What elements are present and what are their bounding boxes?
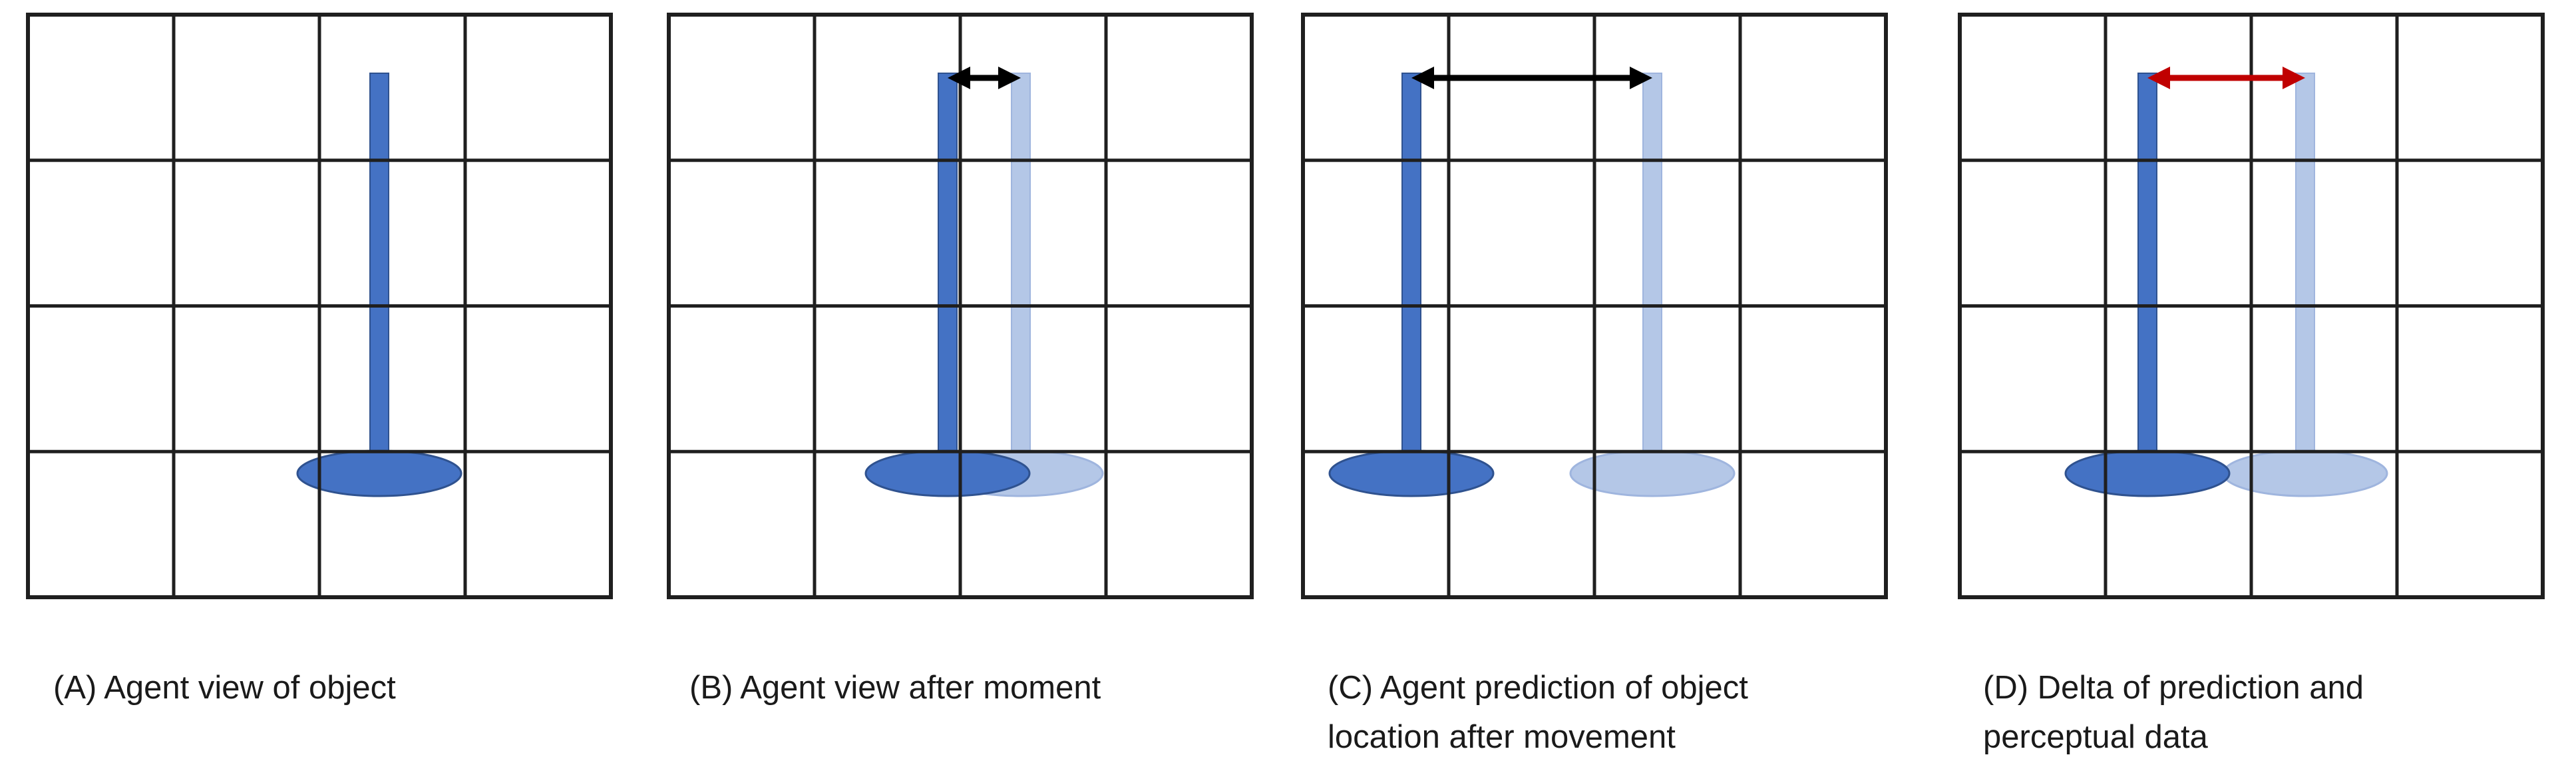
- light-stanchion-pole: [1642, 73, 1662, 482]
- grid-border: [1958, 13, 2545, 599]
- panel-a-grid-figure: [26, 13, 613, 599]
- caption-line: perceptual data: [1983, 719, 2208, 755]
- dark-stanchion-pole: [2137, 73, 2157, 482]
- movement-arrow-black: [948, 67, 1021, 89]
- dark-stanchion-base: [296, 449, 462, 497]
- panel-d-grid-figure: [1958, 13, 2545, 599]
- panel-a-caption: (A) Agent view of object: [53, 663, 396, 712]
- grid-border: [667, 13, 1254, 599]
- panel-b-grid-figure: [667, 13, 1254, 599]
- caption-line: location after movement: [1328, 719, 1676, 755]
- dark-stanchion-pole: [369, 73, 389, 482]
- light-stanchion-base: [2222, 449, 2388, 497]
- light-stanchion-pole: [2295, 73, 2315, 482]
- panel-d-caption: (D) Delta of prediction and perceptual d…: [1983, 663, 2364, 762]
- caption-line: (D) Delta of prediction and: [1983, 670, 2364, 706]
- movement-arrow-black: [1411, 67, 1652, 89]
- light-stanchion-pole: [1011, 73, 1031, 482]
- dark-stanchion-base: [1328, 449, 1495, 497]
- dark-stanchion-pole: [1401, 73, 1421, 482]
- grid-border: [1301, 13, 1888, 599]
- dark-stanchion-pole: [938, 73, 958, 482]
- grid-border: [26, 13, 613, 599]
- dark-stanchion-base: [864, 449, 1031, 497]
- panel-c-caption: (C) Agent prediction of object location …: [1328, 663, 1748, 762]
- caption-line: (C) Agent prediction of object: [1328, 670, 1748, 706]
- delta-arrow-red: [2147, 67, 2305, 89]
- panel-b-caption: (B) Agent view after moment: [689, 663, 1101, 712]
- caption-line: (A) Agent view of object: [53, 670, 396, 706]
- caption-line: (B) Agent view after moment: [689, 670, 1101, 706]
- dark-stanchion-base: [2064, 449, 2231, 497]
- panel-c-grid-figure: [1301, 13, 1888, 599]
